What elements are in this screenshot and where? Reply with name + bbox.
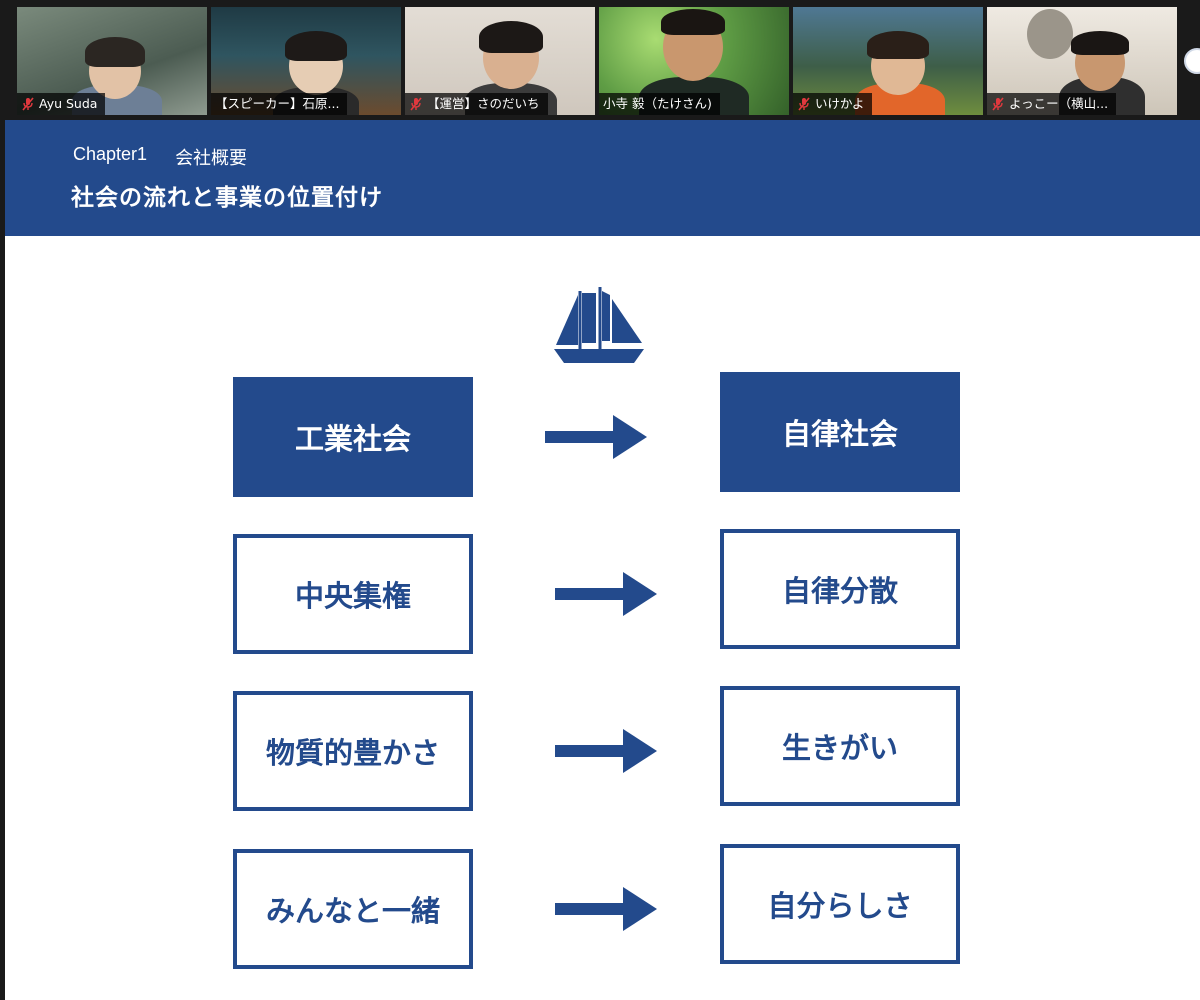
participant-strip: Ayu Suda 【スピーカー】石原... 【運営】さのだいち (0, 0, 1200, 118)
cat-head (1027, 9, 1073, 59)
mic-muted-icon (798, 97, 810, 111)
participant-nameplate: よっこー（横山... (987, 93, 1117, 115)
participant-name: 小寺 毅（たけさん) (603, 96, 712, 111)
slide-header: Chapter1 会社概要 社会の流れと事業の位置付け (5, 120, 1200, 236)
participant-name: いけかよ (815, 96, 865, 111)
to-box-autonomous-society: 自律社会 (720, 372, 960, 492)
participant-tile[interactable]: Ayu Suda (17, 7, 207, 115)
participant-tile[interactable]: 【運営】さのだいち (405, 7, 595, 115)
chapter-line: Chapter1 会社概要 (73, 144, 247, 170)
participant-name: よっこー（横山... (1009, 96, 1109, 111)
person-hair (479, 21, 543, 53)
participant-tile-active-speaker[interactable]: 小寺 毅（たけさん) (599, 7, 789, 115)
participant-name: Ayu Suda (39, 96, 98, 111)
mic-muted-icon (992, 97, 1004, 111)
participant-tile[interactable]: 【スピーカー】石原... (211, 7, 401, 115)
person-hair (85, 37, 145, 67)
slide-title: 社会の流れと事業の位置付け (71, 184, 383, 210)
participant-tile[interactable]: いけかよ (793, 7, 983, 115)
participant-nameplate: 小寺 毅（たけさん) (599, 93, 720, 115)
participant-name: 【スピーカー】石原... (215, 96, 340, 111)
participant-nameplate: 【運営】さのだいち (405, 93, 548, 115)
sailing-ship-icon (554, 287, 644, 363)
arrow-right-icon (555, 572, 657, 616)
to-box-decentralization: 自律分散 (720, 529, 960, 649)
person-hair (1071, 31, 1129, 55)
chapter-label: Chapter1 (73, 144, 148, 164)
arrow-right-icon (555, 729, 657, 773)
person-hair (661, 9, 725, 35)
to-box-purpose-in-life: 生きがい (720, 686, 960, 806)
section-label: 会社概要 (175, 148, 248, 168)
mic-muted-icon (410, 97, 422, 111)
participant-name: 【運営】さのだいち (427, 96, 540, 111)
mic-muted-icon (22, 97, 34, 111)
more-participants-button[interactable] (1184, 48, 1200, 74)
person-hair (285, 31, 347, 61)
participant-tile[interactable]: よっこー（横山... (987, 7, 1177, 115)
arrow-right-icon (545, 415, 647, 459)
participant-nameplate: いけかよ (793, 93, 873, 115)
from-box-material-wealth: 物質的豊かさ (233, 691, 473, 811)
arrow-right-icon (555, 887, 657, 931)
from-box-industrial-society: 工業社会 (233, 377, 473, 497)
from-box-centralization: 中央集権 (233, 534, 473, 654)
participant-nameplate: Ayu Suda (17, 93, 106, 115)
shared-slide: Chapter1 会社概要 社会の流れと事業の位置付け 工業社会 自律社会 中央… (5, 120, 1200, 1000)
person-hair (867, 31, 929, 59)
from-box-conformity: みんなと一緒 (233, 849, 473, 969)
participant-nameplate: 【スピーカー】石原... (211, 93, 348, 115)
to-box-individuality: 自分らしさ (720, 844, 960, 964)
